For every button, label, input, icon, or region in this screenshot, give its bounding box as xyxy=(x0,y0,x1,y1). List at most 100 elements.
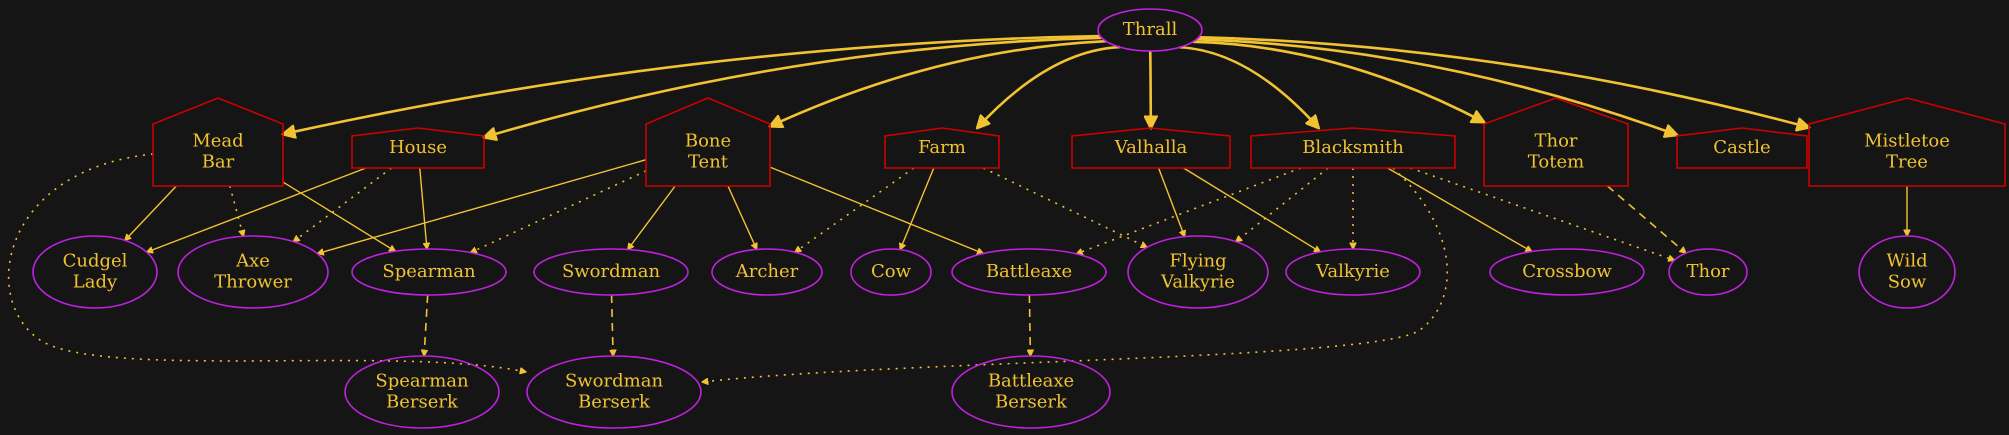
unit-ellipse xyxy=(1285,248,1421,296)
building-house-shape xyxy=(1676,127,1808,169)
edge-thrall-to-thor-totem xyxy=(1192,40,1484,122)
edge-bone-tent-to-swordman xyxy=(628,185,676,250)
edge-mead-bar-to-cudgel-lady xyxy=(125,185,177,240)
node-label-castle: Castle xyxy=(1713,137,1770,158)
edge-thrall-to-castle xyxy=(1196,37,1677,135)
building-house-shape xyxy=(351,127,485,169)
node-label-line: Thrall xyxy=(1123,19,1178,40)
unit-ellipse xyxy=(951,355,1111,429)
node-label-crossbow: Crossbow xyxy=(1522,261,1612,282)
node-label-line: Mistletoe xyxy=(1864,131,1950,152)
node-thrall[interactable]: Thrall xyxy=(1097,8,1203,52)
edge-blacksmith-to-crossbow xyxy=(1387,167,1532,252)
node-label-line: Berserk xyxy=(578,392,651,413)
node-label-line: Thrower xyxy=(214,272,292,293)
unit-ellipse xyxy=(1127,235,1269,309)
node-label-line: Totem xyxy=(1528,152,1584,173)
unit-ellipse xyxy=(1668,248,1748,296)
node-label-line: Thor xyxy=(1534,131,1577,152)
edge-swordman-to-swordman-berserk xyxy=(612,294,614,356)
node-swordman[interactable]: Swordman xyxy=(533,248,689,296)
node-battleaxe[interactable]: Battleaxe xyxy=(951,248,1107,296)
edge-mead-bar-to-axe-thrower xyxy=(229,185,244,236)
node-valkyrie[interactable]: Valkyrie xyxy=(1285,248,1421,296)
unit-ellipse xyxy=(177,235,329,309)
edge-thrall-to-house xyxy=(484,36,1102,138)
edge-farm-to-archer xyxy=(795,167,915,252)
edge-valhalla-to-valkyrie xyxy=(1183,167,1321,252)
node-blacksmith[interactable]: Blacksmith xyxy=(1250,127,1456,169)
node-label-spearman: Spearman xyxy=(382,261,476,282)
node-label-house: House xyxy=(389,137,447,158)
edge-valhalla-to-flying-valkyrie xyxy=(1157,167,1185,237)
node-label-valkyrie: Valkyrie xyxy=(1315,261,1390,282)
unit-ellipse xyxy=(533,248,689,296)
node-label-thor: Thor xyxy=(1686,261,1729,282)
building-house-shape xyxy=(152,97,284,187)
node-label-line: Cow xyxy=(871,261,912,282)
edge-mead-bar-to-spearman xyxy=(282,181,395,251)
node-label-line: Flying xyxy=(1169,251,1226,272)
node-valhalla[interactable]: Valhalla xyxy=(1071,127,1231,169)
node-label-line: House xyxy=(389,137,447,158)
building-house-shape xyxy=(884,127,1000,169)
unit-ellipse xyxy=(1489,248,1645,296)
unit-ellipse xyxy=(850,248,932,296)
unit-ellipse xyxy=(344,355,500,429)
node-label-line: Battleaxe xyxy=(986,261,1072,282)
building-house-shape xyxy=(1483,97,1629,187)
node-label-line: Castle xyxy=(1713,137,1770,158)
node-castle[interactable]: Castle xyxy=(1676,127,1808,169)
node-label-line: Battleaxe xyxy=(988,371,1074,392)
node-label-line: Tree xyxy=(1886,152,1928,173)
node-label-line: Bone xyxy=(685,131,731,152)
node-house[interactable]: House xyxy=(351,127,485,169)
node-spearman[interactable]: Spearman xyxy=(351,248,507,296)
edge-house-to-spearman xyxy=(419,167,427,249)
unit-ellipse xyxy=(32,235,158,309)
node-label-line: Berserk xyxy=(995,392,1068,413)
edge-thrall-to-bone-tent xyxy=(770,39,1107,126)
node-label-line: Valkyrie xyxy=(1315,261,1390,282)
node-label-line: Axe xyxy=(235,251,270,272)
node-label-line: Spearman xyxy=(375,371,469,392)
edge-bone-tent-to-axe-thrower xyxy=(317,159,647,254)
edge-bone-tent-to-battleaxe xyxy=(769,166,983,253)
node-cow[interactable]: Cow xyxy=(850,248,932,296)
edge-blacksmith-to-thor xyxy=(1409,167,1674,260)
node-label-archer: Archer xyxy=(735,261,799,282)
edge-thrall-to-blacksmith xyxy=(1179,45,1319,128)
node-label-line: Sow xyxy=(1888,272,1927,293)
node-label-line: Wild xyxy=(1886,251,1927,272)
edge-thrall-to-valhalla xyxy=(1150,50,1151,128)
node-thor[interactable]: Thor xyxy=(1668,248,1748,296)
node-label-line: Swordman xyxy=(565,371,664,392)
node-archer[interactable]: Archer xyxy=(711,248,823,296)
node-farm[interactable]: Farm xyxy=(884,127,1000,169)
node-label-line: Farm xyxy=(918,137,966,158)
node-label-valhalla: Valhalla xyxy=(1114,137,1188,158)
node-crossbow[interactable]: Crossbow xyxy=(1489,248,1645,296)
edge-thrall-to-farm xyxy=(977,45,1120,128)
